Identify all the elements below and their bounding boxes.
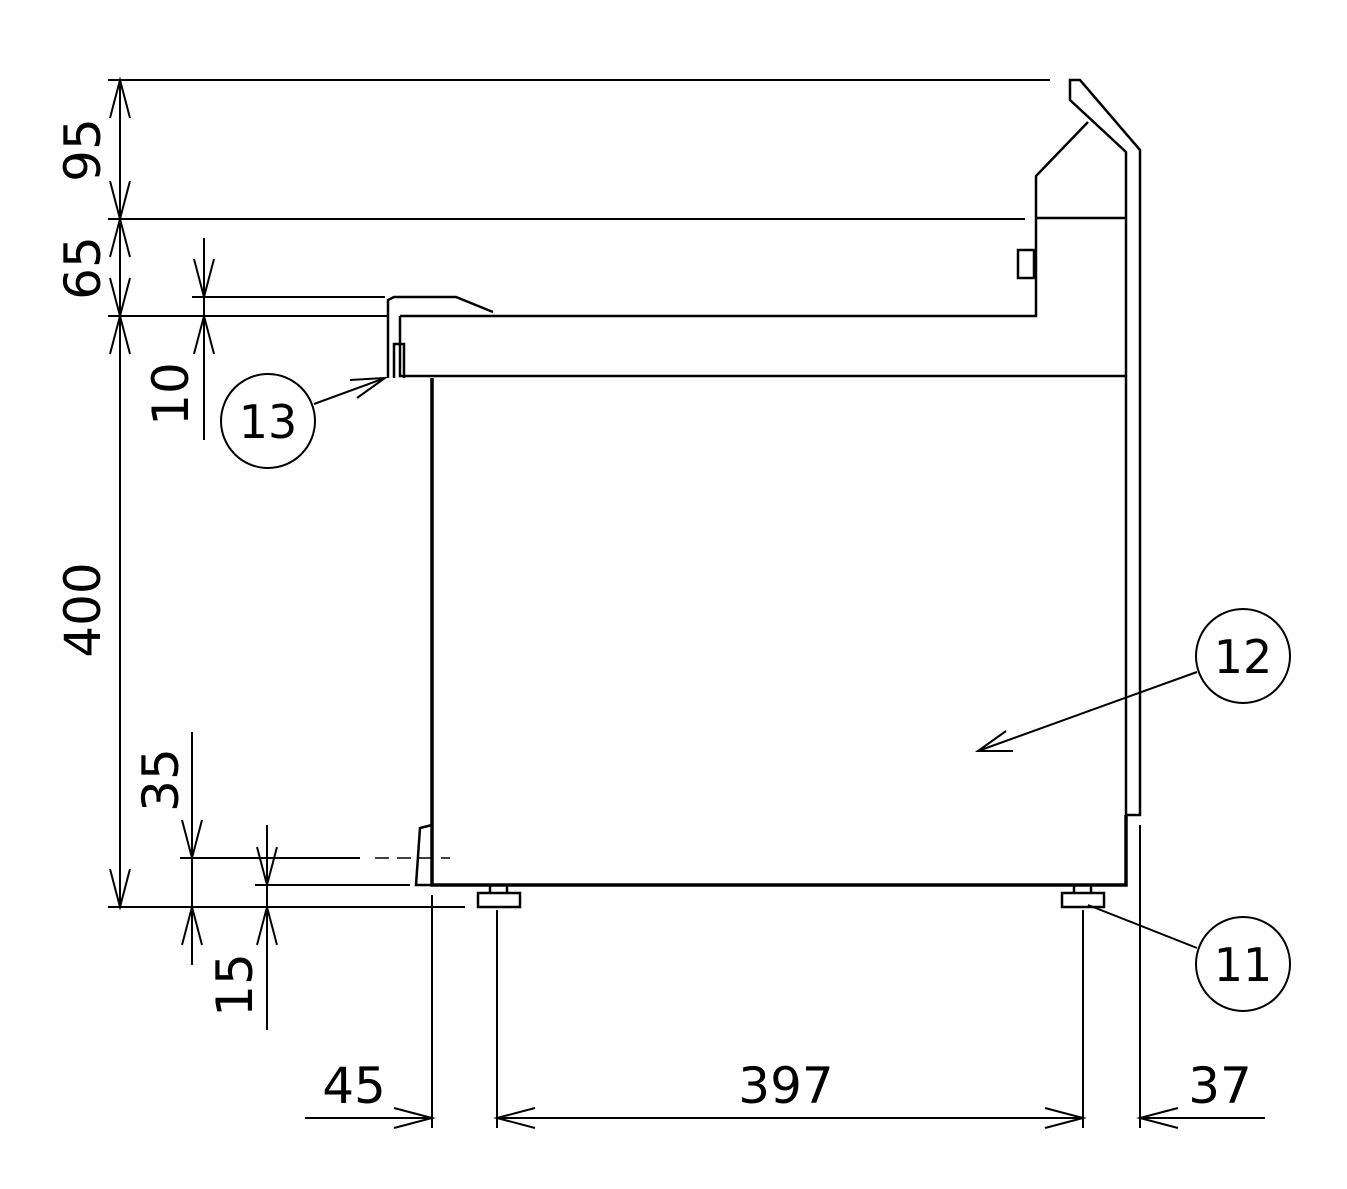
right-foot: [1060, 885, 1106, 909]
callout-12: 12: [974, 608, 1291, 752]
worktop: [398, 316, 1126, 378]
callout-11-label: 11: [1214, 938, 1273, 992]
dim-15: 15: [206, 953, 264, 1017]
backsplash: [1068, 78, 1142, 817]
dim-37: 37: [1188, 1057, 1252, 1115]
callout-13-label: 13: [239, 395, 298, 449]
callout-11: 11: [1087, 904, 1291, 1012]
dim-400: 400: [54, 562, 112, 657]
dim-65: 65: [54, 236, 112, 300]
front-lip: [386, 295, 494, 378]
dim-10: 10: [142, 362, 200, 426]
extension-lines: [108, 79, 1141, 1128]
front-lip-inner: [392, 342, 406, 378]
dimension-labels: 95 65 10 400 35 15 45 397 37: [54, 118, 1252, 1115]
callout-12-label: 12: [1214, 630, 1273, 684]
dim-35: 35: [132, 748, 190, 812]
upper-bracket: [400, 121, 1089, 318]
dim-45: 45: [322, 1057, 386, 1115]
dim-95: 95: [54, 118, 112, 182]
cabinet-body: [430, 378, 1128, 887]
appliance-outline: [386, 78, 1142, 909]
knob: [1016, 248, 1036, 280]
callout-13: 13: [220, 373, 389, 469]
dimension-lines: [109, 76, 1265, 1129]
dim-397: 397: [738, 1057, 833, 1115]
toe-kick: [414, 823, 433, 887]
left-foot: [476, 885, 522, 909]
